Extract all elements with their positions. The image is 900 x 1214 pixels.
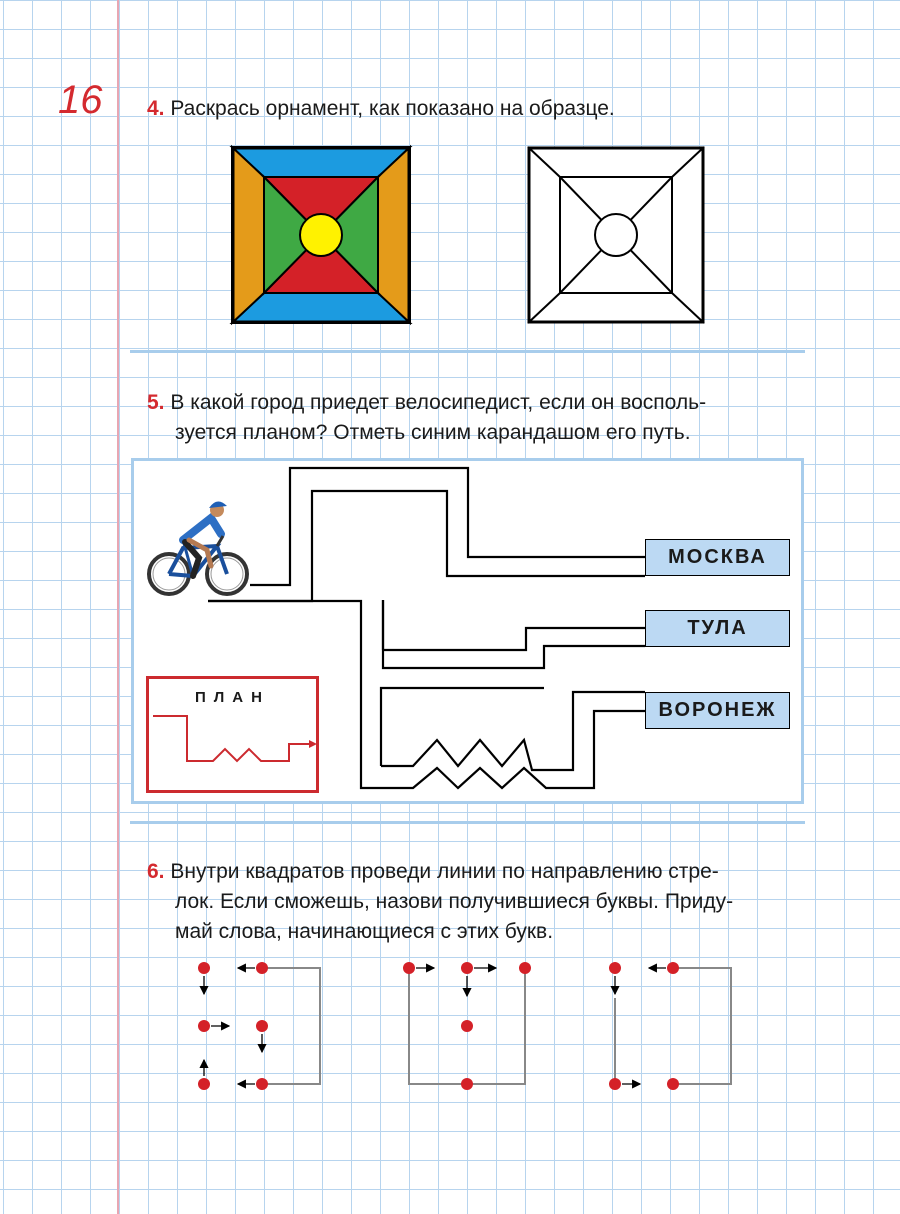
plan-box: ПЛАН — [146, 676, 319, 793]
arrow-icon — [309, 740, 317, 748]
cyclist-illustration — [147, 501, 249, 596]
task-6-line-2: лок. Если сможешь, назови получившиеся б… — [175, 890, 734, 913]
separator-2 — [130, 821, 805, 824]
task-5-number: 5. — [147, 391, 165, 414]
ornament-colored — [229, 144, 413, 326]
plan-route — [153, 715, 317, 763]
letter-square-2 — [403, 962, 531, 1090]
task-4-text: Раскрась орнамент, как показано на образ… — [170, 97, 615, 120]
task-5-line-2: зуется планом? Отметь синим карандашом е… — [175, 421, 691, 444]
city-moscow: МОСКВА — [645, 539, 790, 576]
task-4-number: 4. — [147, 97, 165, 120]
task-6-line-3: май слова, начинающиеся с этих букв. — [175, 920, 554, 943]
letter-square-3 — [609, 962, 732, 1090]
task-4-heading: 4. Раскрась орнамент, как показано на об… — [147, 94, 615, 124]
task-5-line-1: 5. В какой город приедет велосипедист, е… — [147, 388, 706, 418]
city-tula: ТУЛА — [645, 610, 790, 647]
task-6-text-1: Внутри квадратов проведи линии по направ… — [170, 860, 719, 883]
letter-square-1 — [198, 962, 321, 1090]
separator-1 — [130, 350, 805, 353]
ornament-blank — [527, 146, 705, 324]
city-voronezh: ВОРОНЕЖ — [645, 692, 790, 729]
task-6-number: 6. — [147, 860, 165, 883]
task-6-line-1: 6. Внутри квадратов проведи линии по нап… — [147, 857, 719, 887]
task-5-text-1: В какой город приедет велосипедист, если… — [170, 391, 707, 414]
plan-label: ПЛАН — [195, 689, 270, 706]
margin-line — [117, 0, 119, 1214]
page-number: 16 — [58, 78, 103, 122]
